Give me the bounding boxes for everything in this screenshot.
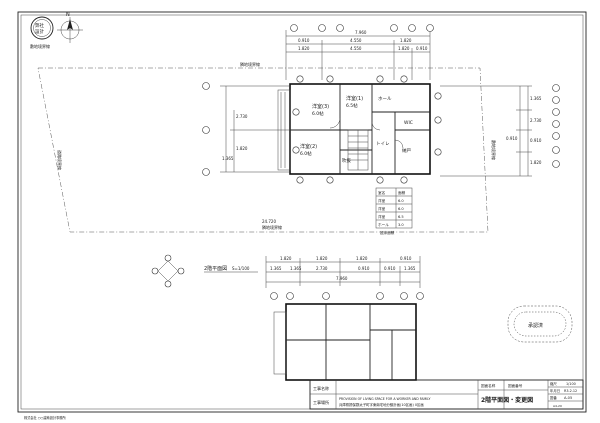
dim-top-5: 4.550 (350, 46, 362, 51)
bottom-dimensions: 1.820 1.820 1.820 0.910 1.365 1.365 2.73… (265, 256, 424, 300)
dim-bottom-8: 0.910 (358, 266, 370, 271)
road-label: 24.720 (262, 219, 276, 224)
road-boundary-label: 道路境界線 (57, 150, 63, 170)
dim-right-2: 2.730 (530, 118, 542, 123)
scale-value: 1/100 (566, 382, 576, 386)
dim-bottom-5: 1.365 (270, 266, 282, 271)
dim-bottom-4: 0.910 (400, 256, 412, 261)
room-2-area: 6.0帖 (300, 150, 312, 157)
dim-right-3: 0.910 (530, 138, 542, 143)
site-note: 敷地境界線 (30, 43, 50, 49)
scale-label: 縮尺 (550, 381, 557, 386)
legend-r3a: 洋室 (378, 214, 386, 219)
legend-r2b: 6.0 (398, 207, 404, 211)
grid-bubbles-top (290, 24, 434, 32)
dim-bottom-overall: 7.960 (336, 276, 348, 281)
stair-icon (347, 129, 369, 171)
stamp-line-1: 弊社 (35, 22, 44, 29)
sheet-frame (17, 11, 587, 413)
dim-right-4: 1.820 (530, 160, 542, 165)
room-7-name: トイレ (376, 142, 390, 147)
right-dimensions: 1.365 2.730 0.910 1.820 0.910 (440, 84, 560, 177)
legend-h2: 面積 (398, 190, 406, 195)
room-1-name: 洋室(3) (312, 103, 329, 110)
legend-r2a: 洋室 (378, 206, 386, 211)
stamp-line-2: 設計 (35, 28, 44, 35)
dim-bottom-3: 1.820 (356, 256, 368, 261)
dim-bottom-2: 1.820 (316, 256, 328, 261)
legend-r1a: 洋室 (378, 198, 386, 203)
dim-bottom-1: 1.820 (280, 256, 292, 261)
room-3-area: 6.5帖 (346, 102, 358, 109)
dim-left-1: 2.730 (236, 114, 248, 119)
room-3-name: 洋室(1) (346, 95, 363, 102)
date-value: R3.2.12 (564, 389, 577, 393)
footer-code: A4-20 (553, 404, 562, 408)
legend-footer: 延床面積 (380, 230, 395, 235)
legend-r1b: 6.0 (398, 199, 404, 203)
dim-top-4: 1.820 (298, 46, 310, 51)
dim-top-6: 1.820 (398, 46, 410, 51)
floor-scale: S=1/100 (232, 266, 250, 271)
room-1-area: 6.0帖 (312, 110, 324, 117)
north-arrow-icon: N (57, 12, 83, 43)
floor-title: 2階平面図 (204, 265, 227, 272)
date-label: 年月日 (550, 388, 560, 393)
north-label: N (66, 12, 70, 18)
dim-top-1: 0.910 (298, 38, 310, 43)
room-5-name: WIC (404, 120, 413, 126)
legend-h1: 室名 (378, 190, 386, 195)
drawing-label: 図面名称 (481, 383, 496, 388)
dim-right-1: 1.365 (530, 96, 542, 101)
drawing-no-label: 図面番号 (508, 383, 523, 388)
legend-r3b: 6.5 (398, 215, 404, 219)
building-plan: 洋室(3) 6.0帖 洋室(2) 6.0帖 洋室(1) 6.5帖 ホール WIC… (277, 83, 431, 175)
dim-top-2: 4.550 (350, 38, 362, 43)
room-6-name: 納戸 (402, 147, 411, 154)
dim-top-7: 0.910 (416, 46, 428, 51)
dim-top-3: 1.820 (400, 38, 412, 43)
dim-bottom-9: 0.910 (384, 266, 396, 271)
site-value-1: PROVISION OF LIVING SPACE FOR A WORKER A… (339, 397, 431, 401)
key-plan-icon (151, 254, 185, 288)
title-block: 工事名称 工事場所 PROVISION OF LIVING SPACE FOR … (309, 379, 584, 410)
room-8-name: 吹抜 (342, 157, 351, 164)
drawing-name: 2階平面図・変更図 (481, 396, 533, 404)
dim-bottom-7: 2.730 (316, 266, 328, 271)
stamp-text: 承認済 (528, 322, 543, 329)
dim-right-5: 0.910 (506, 136, 518, 141)
area-legend-table: 室名 面積 洋室 6.0 洋室 6.0 洋室 6.5 ホール 3.0 延床面積 (375, 187, 413, 235)
dim-left-2: 1.820 (236, 146, 248, 151)
approval-stamp: 承認済 (507, 305, 573, 343)
boundary-label-top: 隣地境界線 (240, 61, 260, 67)
grid-bubbles-building (292, 75, 442, 184)
left-dimensions: 2.730 1.820 1.365 (202, 82, 290, 176)
right-boundary-label: 敷地境界線 (491, 140, 497, 160)
legend-r4a: ホール (378, 222, 389, 227)
boundary-label-bottom: 隣地境界線 (262, 224, 282, 230)
lower-floor-plan (273, 303, 417, 381)
project-label: 工事名称 (313, 385, 329, 391)
site-stamp-icon: 弊社 設計 (30, 16, 54, 40)
sheet-inner-frame (20, 14, 584, 410)
sheet-value: A-05 (564, 396, 572, 400)
company-footer: 株式会社 ○○建築設計事務所 (24, 415, 66, 420)
dim-bottom-6: 1.365 (290, 266, 302, 271)
legend-r4b: 3.0 (398, 223, 404, 227)
room-4-name: ホール (378, 96, 392, 102)
dim-bottom-10: 1.365 (404, 266, 416, 271)
top-dimensions: 7.960 0.910 4.550 1.820 1.820 4.550 1.82… (285, 30, 431, 80)
dim-top-overall: 7.960 (355, 30, 367, 35)
dim-left-3: 1.365 (222, 156, 234, 161)
site-boundary (37, 67, 489, 233)
site-value-2: 兵庫県揖保郡太子町字東南宅地分譲計画(10区画) 0区画 (339, 402, 424, 407)
site-label: 工事場所 (313, 399, 329, 405)
sheet-label: 図番 (550, 395, 557, 400)
room-2-name: 洋室(2) (300, 143, 317, 150)
